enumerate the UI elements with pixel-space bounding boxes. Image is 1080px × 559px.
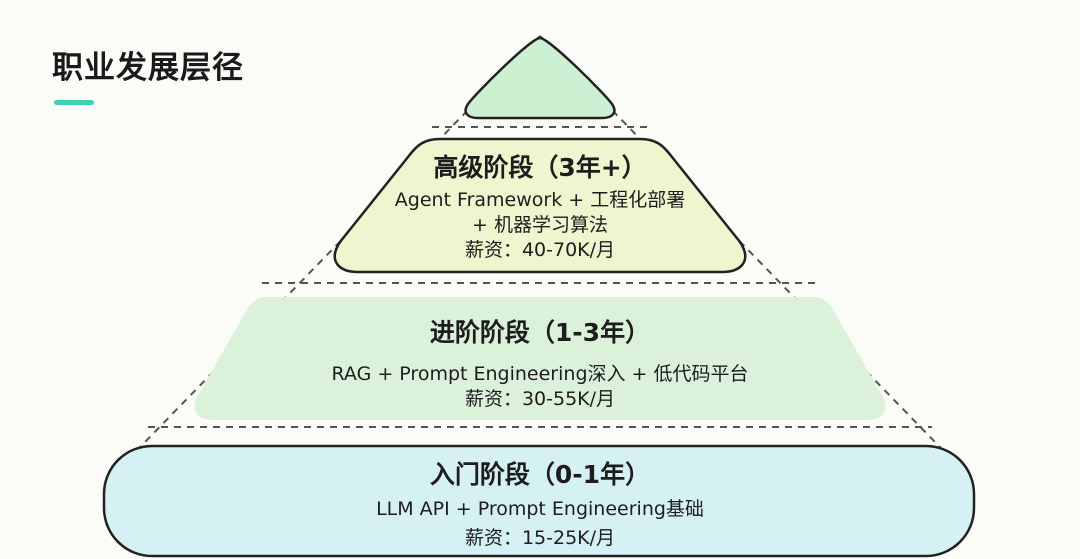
senior-tier-skills-line2: + 机器学习算法 (472, 214, 608, 236)
pyramid-right-edge (539, 35, 971, 479)
senior-tier-skills-line1: Agent Framework + 工程化部署 (394, 189, 686, 211)
senior-tier-shape (333, 137, 747, 274)
entry-tier-shape (102, 444, 976, 558)
top-tier-shape (464, 36, 616, 120)
senior-tier: 高级阶段（3年+） Agent Framework + 工程化部署 + 机器学习… (0, 148, 1080, 263)
intermediate-tier-salary: 薪资：30-55K/月 (464, 388, 616, 410)
entry-tier: 入门阶段（0-1年） LLM API + Prompt Engineering基… (0, 455, 1080, 551)
intermediate-tier-skills: RAG + Prompt Engineering深入 + 低代码平台 (331, 363, 749, 385)
intermediate-tier-title: 进阶阶段（1-3年） (429, 318, 651, 347)
page-title: 职业发展层径 (52, 50, 244, 86)
entry-tier-title: 入门阶段（0-1年） (429, 460, 651, 489)
title-accent-bar (54, 100, 94, 105)
pyramid-left-edge (109, 35, 541, 479)
entry-tier-skills: LLM API + Prompt Engineering基础 (376, 498, 704, 520)
intermediate-tier-shape (194, 297, 886, 420)
senior-tier-title: 高级阶段（3年+） (433, 153, 647, 182)
intermediate-tier: 进阶阶段（1-3年） RAG + Prompt Engineering深入 + … (0, 313, 1080, 412)
senior-tier-salary: 薪资：40-70K/月 (464, 239, 616, 261)
entry-tier-salary: 薪资：15-25K/月 (464, 527, 616, 549)
